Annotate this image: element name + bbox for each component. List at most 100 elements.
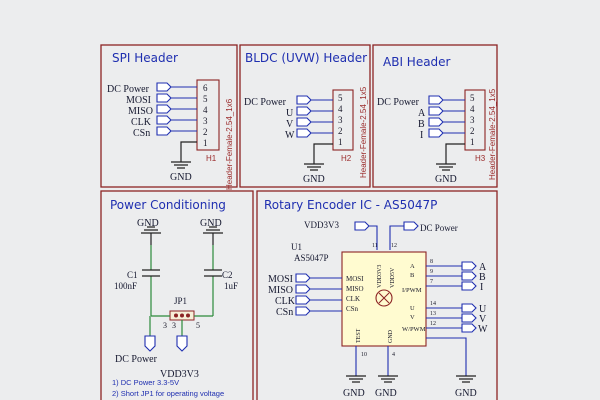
bldc-port-u xyxy=(296,106,312,116)
h3-value-label: Header-Female-2.54_1x5 xyxy=(488,88,497,180)
c2-ref-label: C2 xyxy=(222,270,233,280)
power-note-2: 2) Short JP1 for operating voltage xyxy=(112,389,224,398)
h1-pin-number: 1 xyxy=(203,138,208,148)
h3-pin-number: 5 xyxy=(470,93,475,103)
u1-ref-label: U1 xyxy=(291,242,302,252)
bldc-net-u: U xyxy=(286,108,294,119)
h1-pin-number: 2 xyxy=(203,127,208,137)
u1-pin-label-csn: CSn xyxy=(346,305,359,313)
abi-net-dc-power: DC Power xyxy=(377,97,420,108)
h3-pin-number: 4 xyxy=(470,104,475,114)
power-conditioning-frame xyxy=(100,190,254,400)
enc-port-vdd3v3 xyxy=(354,221,370,231)
abi-net-i: I xyxy=(420,130,423,141)
bldc-gnd-label: GND xyxy=(303,174,325,185)
enc-gnd3-symbol xyxy=(456,375,476,383)
spi-net-mosi: MOSI xyxy=(126,95,151,106)
bldc-header-frame xyxy=(239,44,371,188)
spi-net-clk: CLK xyxy=(131,117,152,128)
h1-ref-label: H1 xyxy=(206,154,217,163)
u1-pin-label-gnd: GND xyxy=(388,329,394,343)
enc-port-mosi xyxy=(295,273,311,283)
jp1-pin-label: 3 xyxy=(172,321,176,330)
u1-pin-label-v: V xyxy=(410,314,415,321)
enc-net-a: A xyxy=(479,262,487,273)
spi-port-csn xyxy=(156,126,172,136)
enc-port-a xyxy=(461,261,477,271)
power-net-dc-power: DC Power xyxy=(115,354,158,365)
abi-port-b xyxy=(428,117,444,127)
spi-gnd-symbol xyxy=(171,141,197,169)
enc-net-miso: MISO xyxy=(268,285,293,296)
abi-header-title: ABI Header xyxy=(383,55,451,69)
h2-pin-number: 1 xyxy=(338,137,343,147)
u1-pin-label-i-pwm: I/PWM xyxy=(402,287,422,294)
h2-pin-number: 5 xyxy=(338,93,343,103)
power-gnd1-symbol xyxy=(141,226,161,245)
spi-net-miso: MISO xyxy=(128,106,153,117)
enc-port-u xyxy=(461,303,477,313)
abi-port-a xyxy=(428,106,444,116)
abi-net-a: A xyxy=(418,108,426,119)
power-port-dc-power xyxy=(144,335,156,352)
h1-connector-body xyxy=(196,79,220,151)
enc-supply-wires xyxy=(369,225,404,250)
c1-ref-label: C1 xyxy=(127,270,138,280)
h2-pin-number: 4 xyxy=(338,104,343,114)
h3-pin-number: 1 xyxy=(470,137,475,147)
h2-pin-number: 2 xyxy=(338,126,343,136)
jp1-pad xyxy=(180,313,184,318)
enc-port-clk xyxy=(295,295,311,305)
bldc-port-v xyxy=(296,117,312,127)
bldc-port-w xyxy=(296,128,312,138)
u1-pin-number: 10 xyxy=(361,352,367,358)
enc-net-csn: CSn xyxy=(276,307,293,318)
h1-value-label: Header-Female-2.54_1x6 xyxy=(225,98,234,190)
u1-pin-label-u: U xyxy=(410,305,415,312)
enc-port-i xyxy=(461,281,477,291)
abi-port-i xyxy=(428,128,444,138)
magnet-sensor-icon xyxy=(375,289,393,307)
c1-capacitor-symbol xyxy=(142,269,160,277)
enc-net-mosi: MOSI xyxy=(268,274,293,285)
h2-pin-number: 3 xyxy=(338,115,343,125)
enc-port-csn xyxy=(295,306,311,316)
enc-gnd-wires xyxy=(355,346,389,376)
u1-pin-number: 7 xyxy=(430,279,433,285)
h1-pin-number: 6 xyxy=(203,83,208,93)
spi-gnd-label: GND xyxy=(170,172,192,183)
u1-pin-label-a: A xyxy=(410,263,415,270)
enc-port-dc-power xyxy=(403,221,419,231)
enc-net-clk: CLK xyxy=(275,296,296,307)
enc-net-vdd3v3: VDD3V3 xyxy=(304,220,339,230)
jp1-to-ports-wire xyxy=(149,316,183,336)
u1-pin-number: 4 xyxy=(392,352,395,358)
spi-port-miso xyxy=(156,104,172,114)
spi-port-clk xyxy=(156,115,172,125)
power-gnd2-label: GND xyxy=(200,218,222,229)
bldc-port-dc-power xyxy=(296,95,312,105)
bldc-net-w: W xyxy=(285,130,295,141)
power-net-vdd3v3: VDD3V3 xyxy=(160,369,199,380)
h3-pin-number: 3 xyxy=(470,115,475,125)
u1-pin-label-top: VDD3V3 xyxy=(377,265,383,288)
c2-capacitor-symbol xyxy=(204,269,222,277)
u1-pin-label-top: VDD5V xyxy=(390,267,396,288)
h3-pin-number: 2 xyxy=(470,126,475,136)
jp1-pin-label: 5 xyxy=(196,321,200,330)
abi-gnd-symbol xyxy=(436,143,465,171)
h1-pin-number: 4 xyxy=(203,105,208,115)
jp1-pad xyxy=(174,313,178,318)
enc-net-u: U xyxy=(479,304,487,315)
enc-net-w: W xyxy=(478,324,488,335)
enc-gnd3-wire xyxy=(426,337,467,376)
spi-header-title: SPI Header xyxy=(112,51,178,65)
u1-pin-label-miso: MISO xyxy=(346,285,364,293)
enc-port-b xyxy=(461,271,477,281)
enc-port-w xyxy=(461,323,477,333)
abi-port-dc-power xyxy=(428,95,444,105)
u1-pin-label-b: B xyxy=(410,272,415,279)
spi-port-mosi xyxy=(156,93,172,103)
c1-value-label: 100nF xyxy=(114,281,137,291)
